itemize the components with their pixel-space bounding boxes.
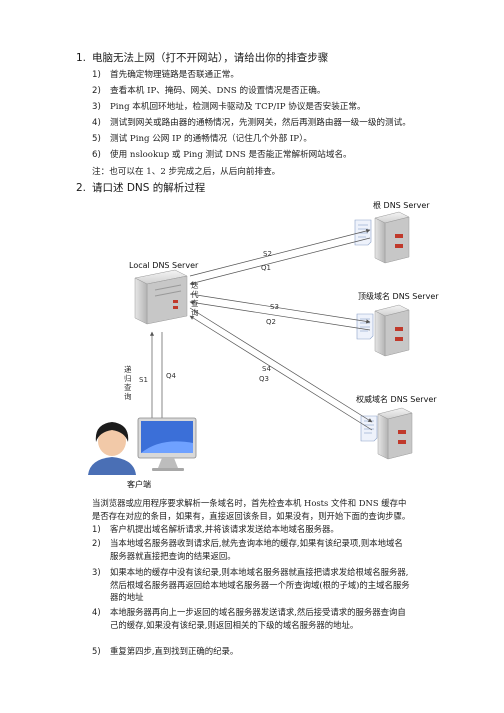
authoritative-dns-server-label: 权威域名 DNS Server [356, 394, 437, 404]
question-title: 请口述 DNS 的解析过程 [92, 182, 206, 194]
query-arrows [149, 228, 373, 431]
list-item: 3)Ping 本机回环地址，检测网卡驱动及 TCP/IP 协议是否安装正常。 [92, 102, 366, 112]
question-title: 电脑无法上网（打不开网站），请给出你的排查步骤 [92, 52, 329, 64]
local-dns-server-label: Local DNS Server [129, 261, 199, 270]
client-label: 客户端 [127, 479, 151, 489]
tld-dns-server-label: 顶级域名 DNS Server [358, 291, 439, 301]
root-dns-server-label: 根 DNS Server [373, 200, 430, 210]
client-person-icon [88, 422, 136, 475]
list-item: 2)查看本机 IP、掩码、网关、DNS 的设置情况是否正确。 [92, 86, 326, 96]
arrow-label-s2: S2 [263, 250, 272, 258]
local-dns-server-icon [134, 269, 188, 325]
question-number: 1. [76, 52, 87, 64]
note-text: 注：也可以在 1、2 步完成之后，从后向前排查。 [92, 167, 281, 177]
arrow-label-q3: Q3 [259, 375, 269, 383]
question-1-heading: 1. 电脑无法上网（打不开网站），请给出你的排查步骤 [76, 50, 328, 65]
tld-dns-server-icon [374, 304, 410, 357]
arrow-label-q1: Q1 [261, 264, 271, 272]
arrow-label-s1: S1 [139, 376, 148, 384]
dns-resolution-diagram: Local DNS Server 根 DNS Server 顶级域名 DNS S… [88, 200, 439, 489]
question-2-heading: 2. 请口述 DNS 的解析过程 [76, 180, 205, 195]
iterative-query-label: 迭 代 查 询 [191, 280, 201, 317]
list-item: 3)如果本地的缓存中没有该纪录,则本地域名服务器就直接把请求发给根域名服务器,然… [92, 567, 410, 602]
root-dns-server-icon [374, 211, 410, 264]
list-item: 2)当本地域名服务器收到请求后,就先查询本地的缓存,如果有该纪录项,则本地域名服… [92, 538, 403, 561]
recursive-query-label: 递 归 查 询 [124, 364, 134, 401]
arrow-label-s4: S4 [262, 365, 271, 373]
list-item: 4)本地服务器再向上一步返回的域名服务器发送请求,然后接受请求的服务器查询自己的… [92, 607, 406, 630]
list-item: 6)使用 nslookup 或 Ping 测试 DNS 是否能正常解析网站域名。 [92, 150, 352, 160]
authoritative-dns-server-icon [377, 407, 413, 460]
list-item: 1)客户机提出域名解析请求,并将该请求发送给本地域名服务器。 [92, 524, 339, 534]
list-item: 5)重复第四步,直到找到正确的纪录。 [92, 646, 239, 656]
arrow-label-q4: Q4 [166, 372, 177, 380]
list-item: 4)测试到网关或路由器的通畅情况，先测网关，然后再测路由器一级一级的测试。 [92, 118, 411, 128]
explanation-intro: 当浏览器或应用程序要求解析一条域名时，首先检查本机 Hosts 文件和 DNS … [92, 498, 411, 521]
document-icon [354, 219, 378, 442]
question-number: 2. [76, 182, 87, 194]
arrow-label-q2: Q2 [266, 318, 276, 326]
list-item: 1)首先确定物理链路是否联通正常。 [92, 70, 239, 80]
client-monitor-icon [137, 417, 197, 471]
list-item: 5)测试 Ping 公网 IP 的通畅情况（记住几个外部 IP）。 [92, 134, 312, 144]
arrow-label-s3: S3 [270, 303, 279, 311]
